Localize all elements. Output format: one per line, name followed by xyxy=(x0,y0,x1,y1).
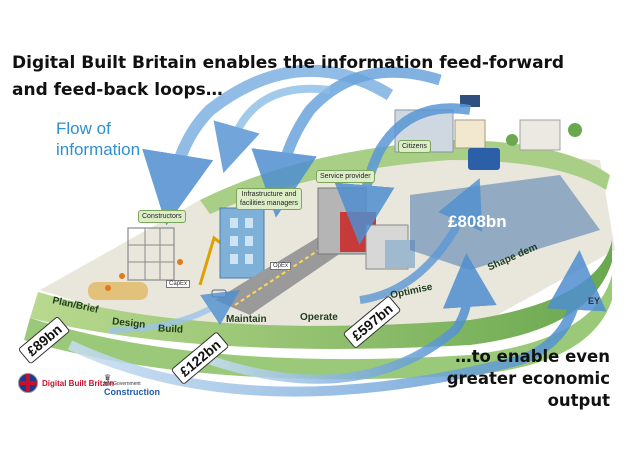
tag-constructors: Constructors xyxy=(138,210,186,223)
headline-line-1: Digital Built Britain enables the inform… xyxy=(12,53,565,73)
tag-infrastructure: Infrastructure and facilities managers xyxy=(236,188,302,210)
headline-line-2: and feed-back loops… xyxy=(12,80,223,100)
forward-arrow-1 xyxy=(67,250,607,397)
stage-build: Build xyxy=(157,323,184,336)
headline: Digital Built Britain enables the inform… xyxy=(12,50,612,104)
bus xyxy=(468,148,500,170)
glass-tower xyxy=(219,207,265,279)
stage-maintain: Maintain xyxy=(226,314,267,325)
feedback-arrow-4 xyxy=(213,84,331,174)
flow-label: Flow of information xyxy=(56,118,140,160)
dbb-logo: Digital Built Britain xyxy=(18,373,114,393)
stage-operate: Operate xyxy=(300,312,338,323)
tag-infrastructure-line-2: facilities managers xyxy=(240,200,298,207)
value-808bn: £808bn xyxy=(448,212,507,231)
feedback-arrow-3 xyxy=(334,103,471,245)
green-band-lower xyxy=(24,275,612,380)
tag-infrastructure-line-1: Infrastructure and xyxy=(241,191,297,198)
forward-arrow-3 xyxy=(109,290,240,333)
capex-label: CapEx xyxy=(166,280,191,288)
flow-label-line-1: Flow of xyxy=(56,119,111,138)
forward-arrow-4 xyxy=(359,178,483,304)
flow-label-line-2: information xyxy=(56,140,141,159)
feedback-arrow-1 xyxy=(142,64,394,226)
car xyxy=(211,289,227,298)
dbb-logo-text: Digital Built Britain xyxy=(42,378,114,388)
closing-line-1: …to enable even xyxy=(455,347,610,366)
union-flag-icon xyxy=(18,373,38,393)
closing-text: …to enable even greater economic output xyxy=(380,346,610,412)
construction-frame xyxy=(127,227,175,281)
construction-text: Construction xyxy=(104,387,160,397)
forward-arrow-2 xyxy=(208,253,497,384)
ey-logo: EY xyxy=(588,296,601,306)
green-band-upper xyxy=(200,140,610,214)
feedback-arrow-2 xyxy=(251,66,442,218)
opex-label: OpEx xyxy=(270,262,292,270)
tag-citizens: Citizens xyxy=(398,140,431,153)
hm-government-logo: ♛ HM Government Construction xyxy=(104,373,160,397)
hm-government-text: HM Government xyxy=(104,381,141,387)
sand-pile xyxy=(88,282,148,300)
crest-icon: ♛ xyxy=(104,373,112,382)
closing-line-2: greater economic output xyxy=(446,369,610,410)
tag-service-provider: Service provider xyxy=(316,170,375,183)
